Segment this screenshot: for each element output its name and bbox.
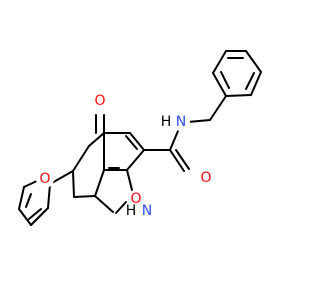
bond [245, 72, 255, 90]
bond [187, 119, 211, 123]
furan-oxygen: O [36, 170, 54, 188]
bond [169, 149, 185, 172]
bond [30, 207, 49, 226]
bond [125, 135, 138, 150]
bond [129, 132, 145, 151]
atom-o3-label: O [130, 191, 141, 207]
bond [49, 170, 74, 185]
molecule-svg: O O O O N H N [18, 50, 262, 226]
molecule-diagram: O O O O N H N [18, 50, 262, 226]
bond [18, 208, 32, 226]
atom-o1-label: O [94, 93, 105, 109]
ketone-oxygen: O [91, 92, 109, 110]
bond [28, 208, 42, 220]
bond [212, 50, 227, 74]
atom-n1-label: N [176, 114, 186, 130]
bond [169, 130, 179, 151]
amide-hydrogen: H [158, 114, 174, 130]
ring-nitrogen: N [138, 202, 156, 220]
atom-h1-label: H [161, 114, 172, 130]
atom-o4-label: O [39, 171, 50, 187]
bond [72, 170, 75, 198]
bond [73, 195, 96, 198]
atom-backdrop [138, 202, 156, 220]
bond [25, 193, 32, 208]
amide-oxygen: O [197, 169, 215, 187]
ring-hydrogen: H [123, 203, 139, 219]
atom-n2-label: N [142, 203, 152, 219]
atom-backdrop [158, 114, 174, 130]
bond [250, 71, 262, 96]
atom-o2-label: O [200, 170, 211, 186]
amide-nitrogen: N [172, 113, 190, 131]
bond [18, 186, 25, 210]
bond [245, 50, 262, 73]
atom-backdrop [197, 169, 215, 187]
atom-backdrop [91, 92, 109, 110]
bond [94, 195, 114, 213]
bond [212, 72, 227, 97]
bond [47, 183, 51, 209]
bond [115, 201, 127, 214]
bond [175, 149, 190, 170]
atom-backdrop [172, 113, 190, 131]
bond [94, 169, 105, 197]
bond [220, 71, 230, 89]
bond [72, 145, 90, 172]
atom-backdrop [36, 170, 54, 188]
atom-h2-label: H [126, 203, 137, 219]
atom-backdrop [123, 203, 139, 219]
bond [88, 132, 105, 147]
bond [225, 94, 252, 97]
bond [126, 169, 133, 191]
atom-label-layer: O O O O N H N [36, 92, 215, 220]
bond [209, 95, 227, 121]
bond [126, 149, 145, 171]
